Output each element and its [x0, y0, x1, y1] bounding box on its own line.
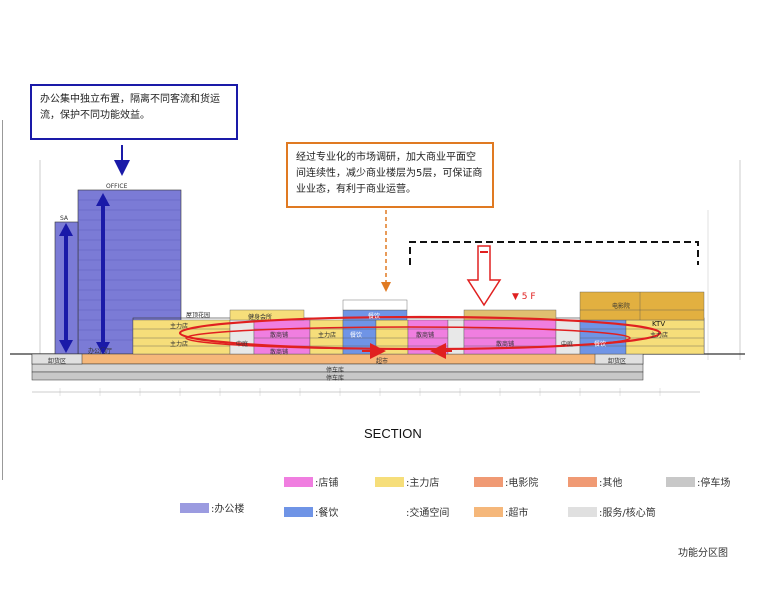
legend-label: :停车场 [697, 478, 731, 489]
roof-garden-label: 屋顶花园 [186, 312, 211, 319]
office-callout: 办公集中独立布置，隔离不同客流和货运流，保护不同功能效益。 [30, 84, 238, 140]
parking-label-2: 停车库 [326, 375, 345, 382]
legend-label: :电影院 [505, 478, 539, 489]
footer-caption: 功能分区图 [678, 548, 728, 559]
catering-label-2: 餐饮 [594, 341, 607, 348]
legend-item-shops: :店铺 [284, 474, 338, 489]
legend-swatch [474, 506, 503, 517]
market-callout: 经过专业化的市场调研，加大商业平面空间连续性，减少商业楼层为5层，可保证商业业态… [286, 142, 494, 208]
ktv-label: KTV [652, 320, 666, 328]
unloading-right-label: 卸货区 [608, 358, 627, 365]
parking-label-1: 停车库 [326, 367, 345, 374]
shops-label-1: 散商铺 [270, 332, 289, 339]
legend-item-catering: :餐饮 [284, 504, 338, 519]
legend-swatch [375, 506, 404, 517]
office-callout-text: 办公集中独立布置，隔离不同客流和货运流，保护不同功能效益。 [40, 94, 220, 121]
core-label-1: 中庭 [236, 341, 249, 348]
legend-swatch [474, 476, 503, 487]
page-edge-line [2, 120, 3, 480]
sa-label: SA [60, 215, 69, 222]
legend-label: :服务/核心筒 [599, 508, 656, 519]
legend-swatch [666, 476, 695, 487]
legend-item-parking: :停车场 [666, 474, 730, 489]
legend-label: :其他 [599, 478, 623, 489]
shops-label-2: 散商铺 [270, 349, 289, 356]
office-label: OFFICE [106, 183, 128, 190]
legend-label: :餐饮 [315, 508, 339, 519]
core-label-2: 中庭 [561, 341, 574, 348]
legend-label: :主力店 [406, 478, 440, 489]
legend-label: :办公楼 [211, 504, 245, 515]
legend-swatch [180, 502, 209, 513]
legend-swatch [568, 476, 597, 487]
legend-item-cinema: :电影院 [474, 474, 538, 489]
catering-top-label: 餐饮 [368, 313, 381, 320]
legend-swatch [568, 506, 597, 517]
unloading-left-label: 卸货区 [48, 358, 67, 365]
office-lobby-label: 办公门厅 [88, 348, 113, 355]
legend-item-circulation: :交通空间 [375, 504, 449, 519]
shops-label-3: 散商铺 [416, 332, 435, 339]
shops-label-4: 散商铺 [496, 341, 515, 348]
legend-label: :交通空间 [406, 508, 450, 519]
section-title: SECTION [364, 426, 422, 441]
gym-label: 健身会所 [248, 314, 273, 321]
legend-item-other: :其他 [568, 474, 622, 489]
legend-item-service-core: :服务/核心筒 [568, 504, 656, 519]
anchor-label-4: 主力店 [650, 332, 669, 339]
legend-item-office: :办公楼 [180, 500, 244, 515]
floor-marker: ▼ 5 F [512, 292, 536, 302]
legend-item-anchor: :主力店 [375, 474, 439, 489]
legend-label: :店铺 [315, 478, 339, 489]
anchor-label-1: 主力店 [170, 323, 189, 330]
legend-swatch [284, 506, 313, 517]
catering-label-1: 餐饮 [350, 332, 363, 339]
supermarket-label: 超市 [376, 358, 389, 365]
anchor-label-3: 主力店 [318, 332, 337, 339]
market-callout-text: 经过专业化的市场调研，加大商业平面空间连续性，减少商业楼层为5层，可保证商业业态… [296, 152, 483, 195]
legend-label: :超市 [505, 508, 529, 519]
legend-item-supermarket: :超市 [474, 504, 528, 519]
legend-swatch [284, 476, 313, 487]
legend-swatch [375, 476, 404, 487]
cinema-label: 电影院 [612, 303, 631, 310]
anchor-label-2: 主力店 [170, 341, 189, 348]
